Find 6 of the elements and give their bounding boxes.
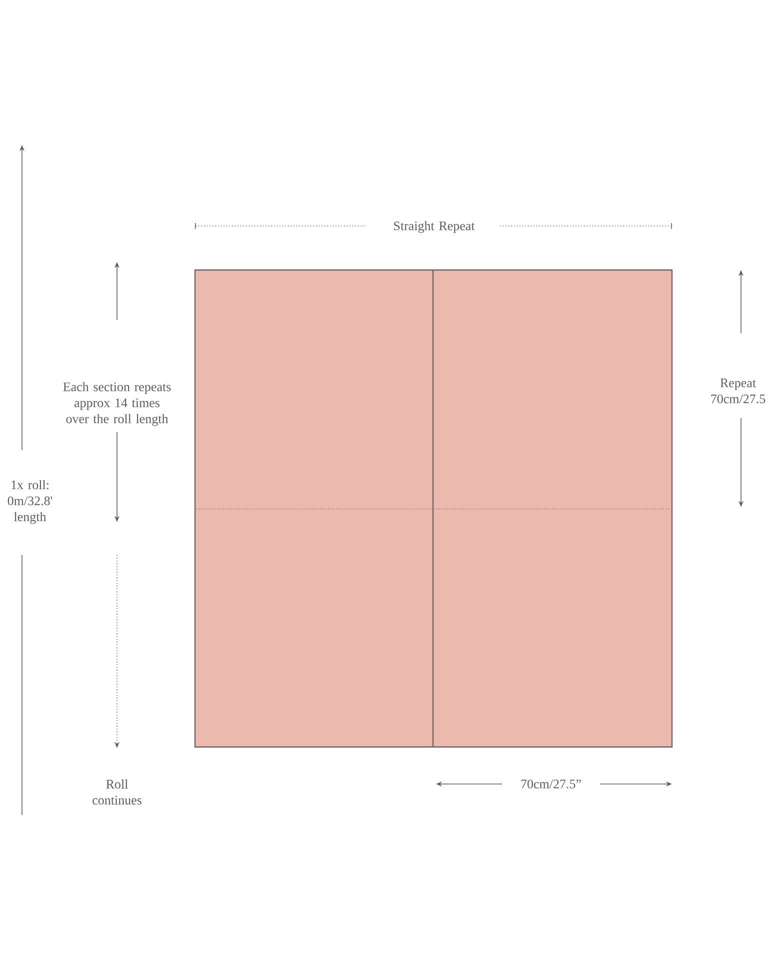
note-text: Roll continues bbox=[92, 779, 142, 805]
dimension-label: 1x roll: 0m/32.8' length bbox=[8, 480, 52, 524]
dimension-label: Straight Repeat bbox=[394, 221, 475, 233]
dimension-label: Repeat 70cm/27.5 bbox=[711, 378, 766, 404]
note-text: Each section repeats approx 14 times over the roll length bbox=[63, 382, 171, 426]
dimension-label: 70cm/27.5” bbox=[521, 780, 581, 788]
